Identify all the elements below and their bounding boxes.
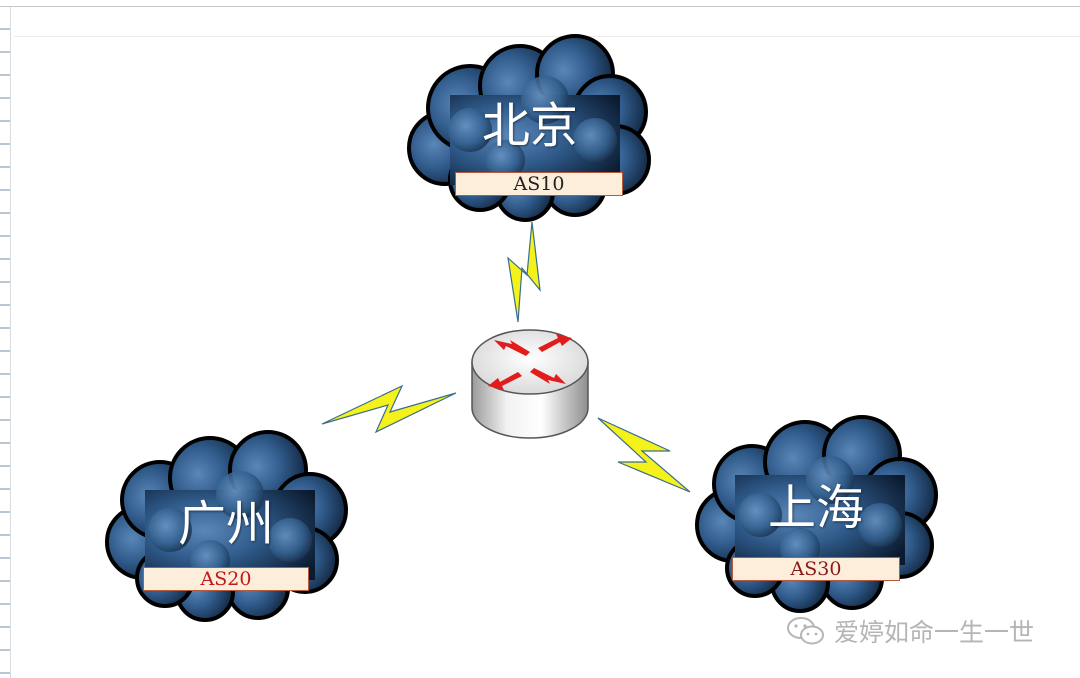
city-label-shanghai: 上海 (768, 484, 864, 532)
lightning-icon (598, 418, 690, 492)
watermark: 爱婷如命一生一世 (786, 615, 1034, 647)
as-label-guangzhou: AS20 (143, 567, 309, 591)
as-label-shanghai: AS30 (732, 557, 900, 581)
lightning-icon (508, 222, 540, 322)
as-label-beijing: AS10 (455, 172, 623, 196)
lightning-icon (322, 386, 456, 432)
watermark-text: 爱婷如命一生一世 (834, 613, 1034, 649)
wechat-icon (786, 616, 826, 646)
city-label-beijing: 北京 (482, 102, 578, 150)
city-label-guangzhou: 广州 (178, 500, 274, 548)
router-icon (472, 330, 588, 438)
